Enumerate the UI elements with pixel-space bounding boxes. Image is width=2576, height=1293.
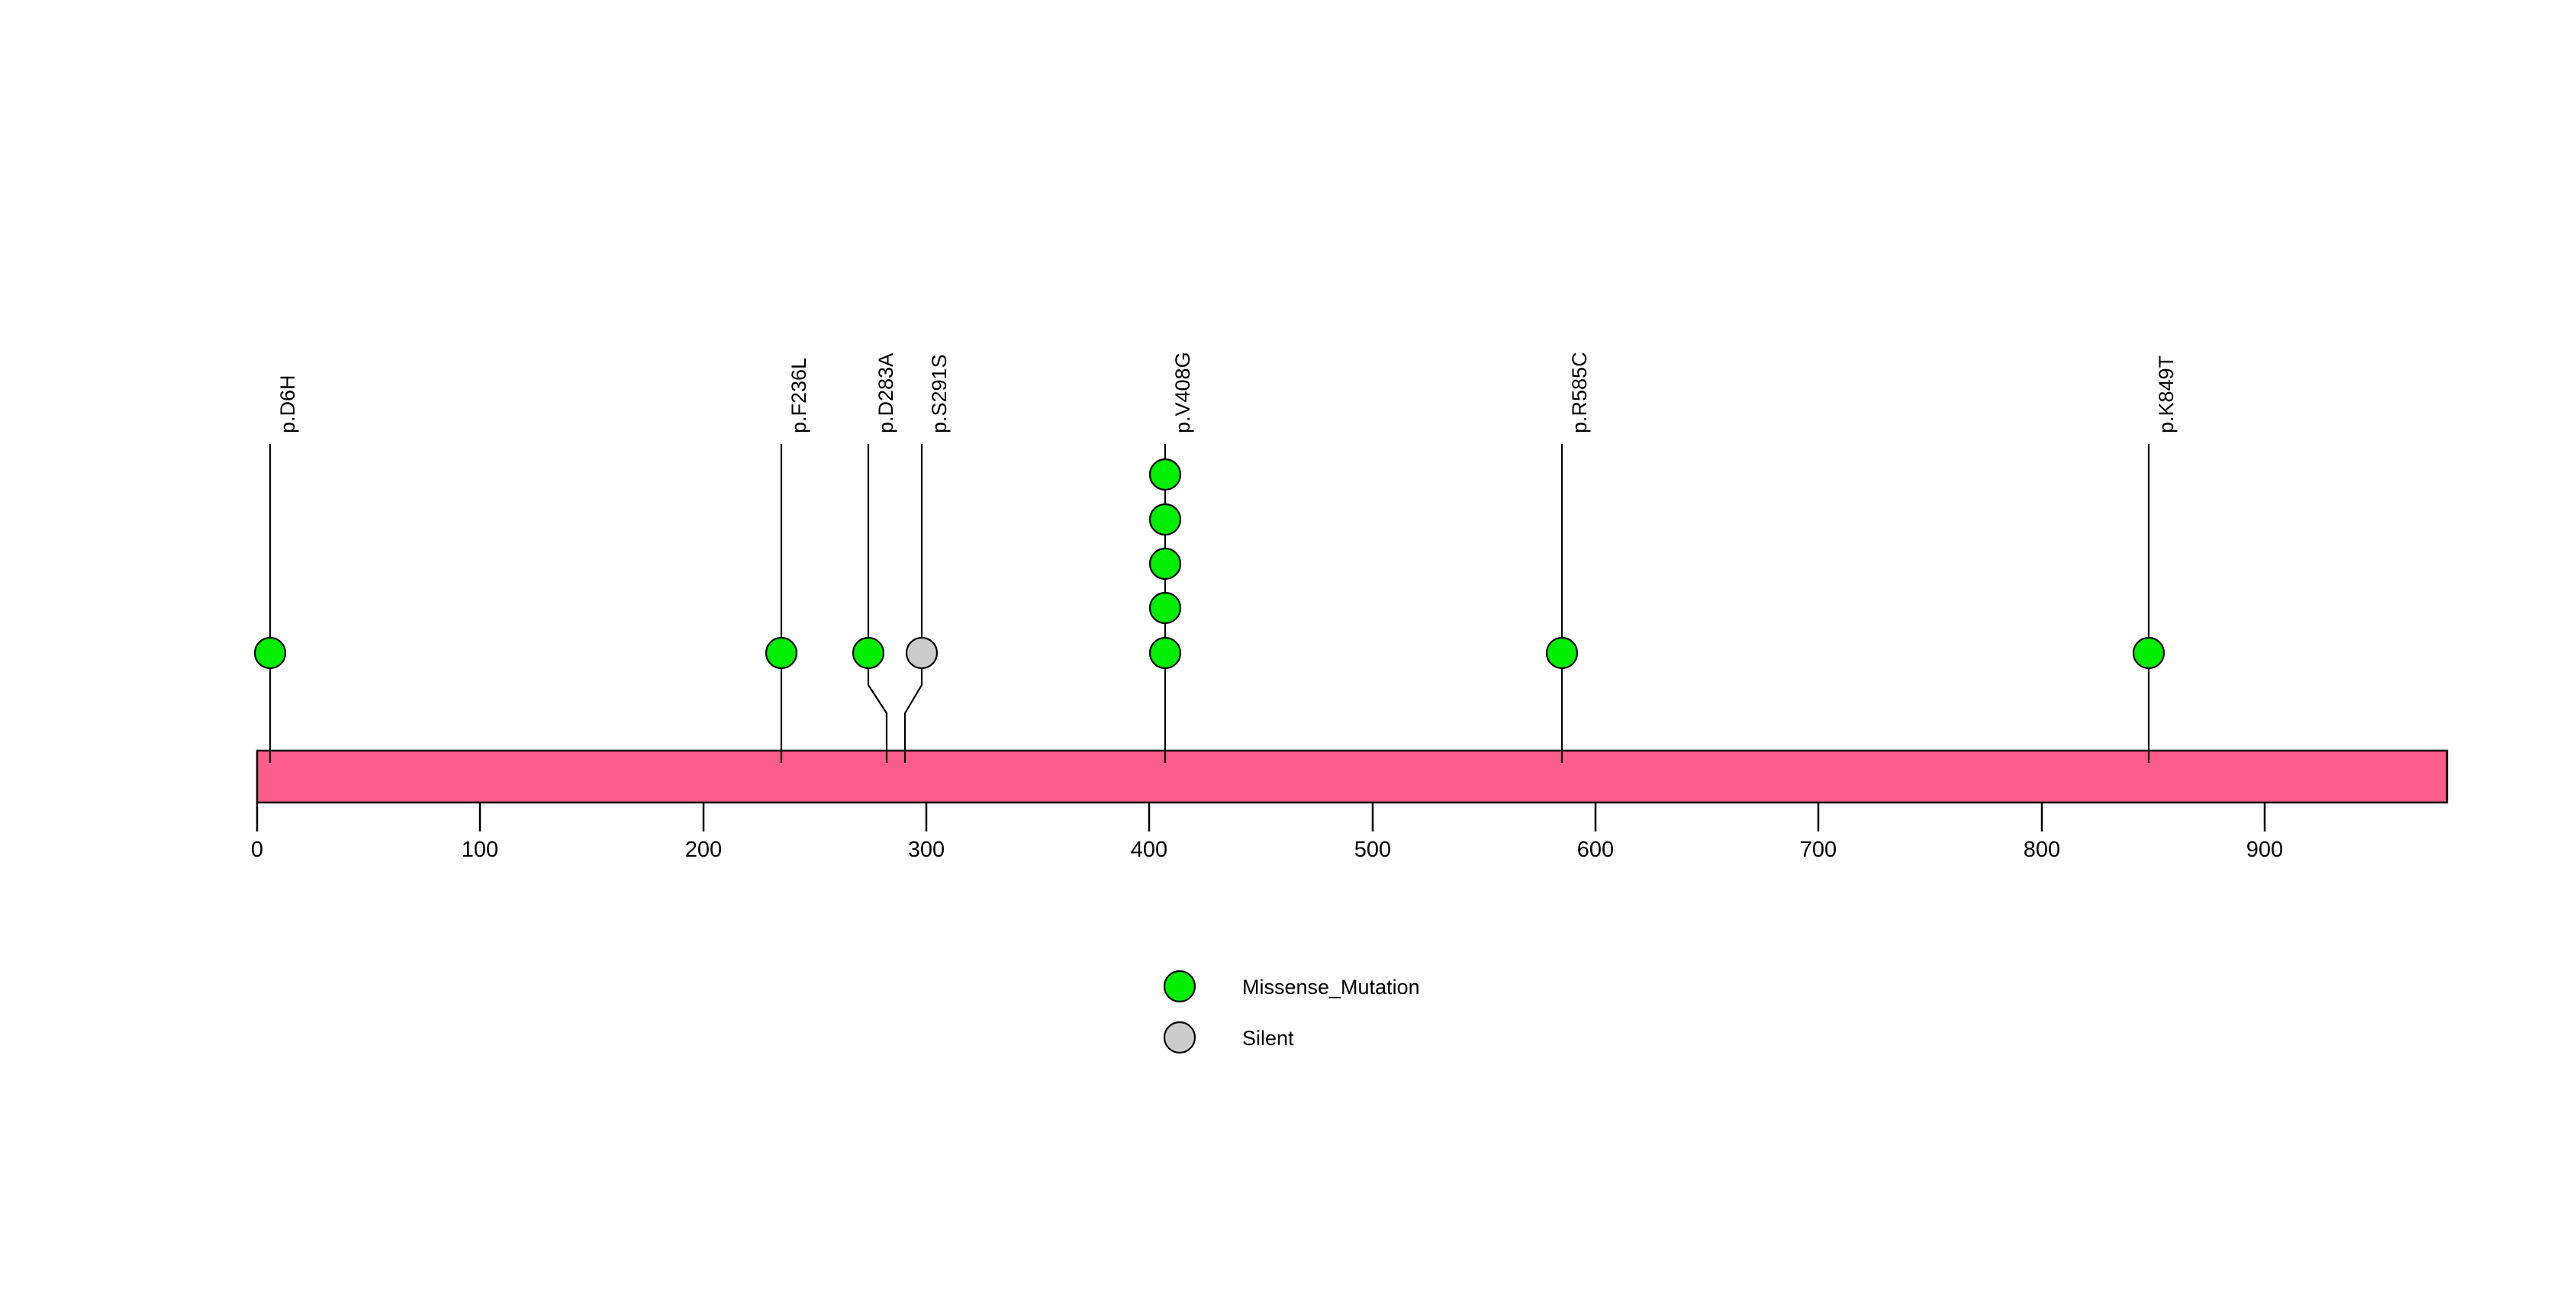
legend-label-missense-mutation: Missense_Mutation: [1242, 976, 1420, 999]
axis-tick-label-600: 600: [1576, 838, 1615, 862]
mutation-label-p-S291S: p.S291S: [928, 354, 951, 433]
lollipop-p-V408G-3: [1148, 547, 1182, 581]
axis-tick-label-0: 0: [250, 838, 264, 862]
legend-swatch-silent: [1163, 1021, 1196, 1054]
lollipop-p-K849T-1: [2132, 636, 2165, 670]
mutation-label-p-K849T: p.K849T: [2155, 355, 2178, 433]
mutation-label-p-V408G: p.V408G: [1171, 352, 1194, 433]
lollipop-p-V408G-1: [1148, 636, 1182, 670]
lollipop-p-V408G-5: [1148, 458, 1182, 491]
axis-tick-label-500: 500: [1354, 838, 1392, 862]
mutation-label-p-F236L: p.F236L: [787, 357, 810, 433]
x-axis-ticks: [256, 802, 2266, 831]
axis-tick-label-400: 400: [1130, 838, 1168, 862]
lollipop-p-V408G-4: [1148, 503, 1182, 536]
protein-domain-bar: [256, 749, 2449, 804]
mutation-label-p-D283A: p.D283A: [874, 352, 897, 433]
stem-p-D283A: [867, 444, 888, 763]
legend-swatch-missense-mutation: [1163, 970, 1196, 1003]
axis-tick-label-700: 700: [1799, 838, 1837, 862]
axis-tick-label-900: 900: [2246, 838, 2284, 862]
axis-tick-label-800: 800: [2023, 838, 2061, 862]
lollipop-heads: [253, 458, 2165, 670]
lollipop-p-R585C-1: [1545, 636, 1579, 670]
legend-label-silent: Silent: [1242, 1027, 1294, 1050]
axis-tick-label-300: 300: [907, 838, 945, 862]
legend-markers: [1163, 970, 1196, 1054]
lollipop-p-S291S-1: [905, 636, 939, 670]
lollipop-p-D6H-1: [253, 636, 287, 670]
axis-tick-label-200: 200: [684, 838, 723, 862]
lollipop-stems: [269, 444, 2150, 763]
lollipop-p-V408G-2: [1148, 591, 1182, 625]
stem-p-S291S: [903, 444, 923, 763]
lollipop-p-F236L-1: [765, 636, 798, 670]
lollipop-p-D283A-1: [852, 636, 885, 670]
mutation-label-p-R585C: p.R585C: [1568, 352, 1591, 433]
axis-tick-label-100: 100: [461, 838, 499, 862]
mutation-label-p-D6H: p.D6H: [276, 375, 299, 433]
